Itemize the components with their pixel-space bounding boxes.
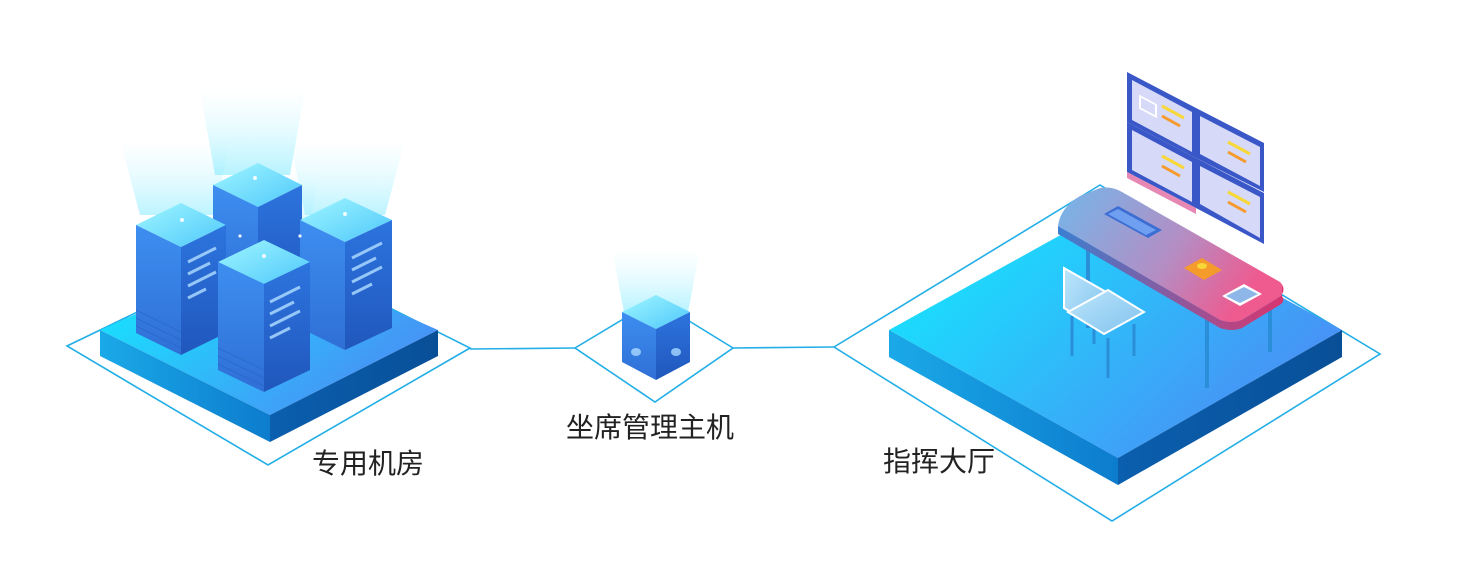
phone-icon (1184, 258, 1222, 280)
chair-icon (1063, 266, 1146, 378)
command-hall-label: 指挥大厅 (883, 445, 996, 478)
server-rack-icon (217, 240, 310, 392)
chair-seat (1066, 288, 1146, 336)
server-rack-icon (135, 203, 226, 355)
host-box-icon (622, 295, 690, 380)
link-host-to-hall (732, 346, 835, 349)
seat-host-label: 坐席管理主机 (566, 411, 735, 444)
server-room-platform-right (270, 330, 438, 442)
seat-host-node (573, 250, 735, 403)
server-room-node (65, 90, 472, 466)
connection-lines (469, 346, 835, 350)
host-light-beam (612, 250, 700, 312)
desk-icon (1058, 187, 1284, 330)
tablet-icon (1222, 284, 1262, 306)
server-room-platform-left (100, 330, 270, 442)
server-rack-icon (300, 198, 392, 350)
command-hall-node (832, 72, 1382, 522)
link-server-to-host (469, 347, 576, 350)
server-room-label: 专用机房 (312, 447, 425, 480)
keyboard-icon (1104, 206, 1162, 238)
command-hall-platform-left (889, 330, 1118, 485)
command-hall-platform-right (1118, 330, 1342, 485)
sparkles (180, 176, 347, 258)
command-hall-outline (832, 184, 1382, 522)
monitor-wall-icon (1127, 72, 1264, 244)
